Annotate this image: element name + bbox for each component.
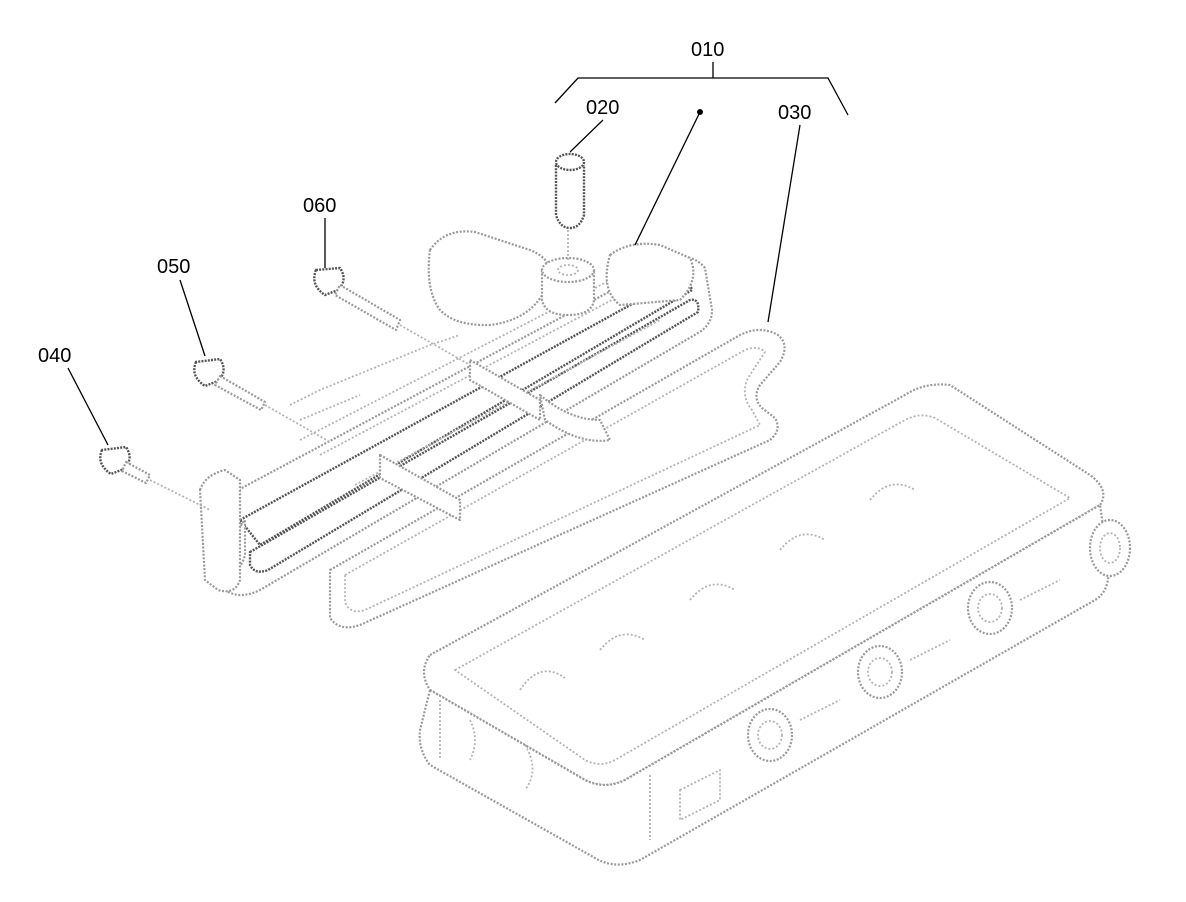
pin-020 [540, 152, 596, 317]
breather-housing [427, 230, 695, 327]
leader-lines [67, 62, 849, 446]
base-block [418, 383, 1132, 866]
bracket-010 [554, 77, 849, 116]
bolt-050 [193, 357, 331, 443]
label-030: 030 [778, 102, 811, 124]
bolt-060 [313, 266, 471, 366]
label-060: 060 [303, 195, 336, 217]
label-050: 050 [157, 256, 190, 278]
bolt-040 [99, 445, 211, 511]
label-040: 040 [38, 345, 71, 367]
label-010: 010 [691, 39, 724, 61]
gasket [328, 328, 786, 629]
label-020: 020 [586, 97, 619, 119]
